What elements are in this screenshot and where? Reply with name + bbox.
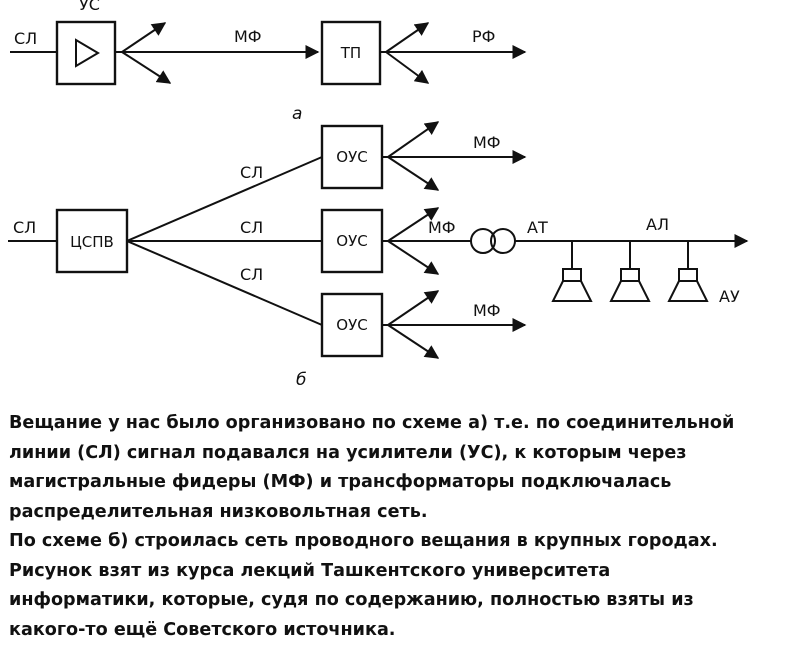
output-branch-up-a (385, 22, 430, 53)
link-line-top (126, 156, 323, 242)
ous-box-mid (320, 208, 384, 274)
branch-arrow-up-a (121, 22, 167, 53)
transformer-label: АТ (527, 218, 548, 237)
description-line: По схеме б) строилась сеть проводного ве… (9, 531, 718, 551)
loudspeaker-icon-1 (551, 241, 593, 302)
description-line: информатики, которые, судя по содержанию… (9, 590, 694, 610)
description-line: Рисунок взят из курса лекций Ташкентског… (9, 560, 611, 581)
wired-broadcasting-diagram: СЛ УС МФ ТП РФ а СЛ ЦСПВ СЛ СЛ СЛ ОУС ОУ… (8, 0, 749, 390)
feeder-label-mid: МФ (428, 218, 456, 237)
ous-label-top: ОУС (336, 148, 367, 166)
feeder-branch-up-mid (387, 207, 440, 242)
hub-label: ЦСПВ (70, 233, 114, 251)
ous-label-mid: ОУС (336, 232, 367, 250)
feeder-branch-down-bottom (387, 324, 440, 359)
speakers-label: АУ (719, 287, 740, 306)
description-line: распределительная низковольтная сеть. (9, 501, 428, 522)
transformer-icon (470, 228, 516, 254)
amp-label: УС (79, 0, 100, 14)
branch-label-mid: СЛ (240, 218, 263, 237)
amplifier-triangle-icon (75, 38, 100, 68)
ous-box-bottom (320, 292, 384, 358)
description-line: магистральные фидеры (МФ) и трансформато… (9, 472, 672, 492)
feeder-label-a: МФ (234, 27, 262, 46)
description-line: какого-то ещё Советского источника. (9, 619, 396, 640)
branch-label-top: СЛ (240, 163, 263, 182)
tp-label: ТП (340, 44, 361, 62)
feeder-branch-up-bottom (387, 290, 440, 326)
input-label-b: СЛ (13, 218, 36, 237)
description-line: Вещание у нас было организовано по схеме… (9, 413, 735, 433)
feeder-branch-up-top (387, 121, 440, 158)
amp-box (55, 20, 117, 86)
input-label-a: СЛ (14, 29, 37, 48)
branch-arrow-down-a (121, 51, 172, 84)
line-label: АЛ (646, 215, 669, 234)
feeder-label-top: МФ (473, 133, 501, 152)
scheme-a: СЛ УС МФ ТП РФ а (10, 0, 527, 124)
ous-label-bottom: ОУС (336, 316, 367, 334)
description-line: линии (СЛ) сигнал подавался на усилители… (9, 442, 687, 463)
feeder-branch-down-top (387, 156, 440, 191)
tp-box (320, 20, 382, 86)
output-branch-down-a (385, 51, 430, 84)
loudspeaker-icon-3 (667, 241, 709, 302)
caption-b: б (296, 370, 306, 390)
output-label-a: РФ (472, 27, 495, 46)
branch-label-bottom: СЛ (240, 265, 263, 284)
description-text: Вещание у нас было организовано по схеме… (9, 409, 805, 645)
loudspeaker-icon-2 (609, 241, 651, 302)
scheme-b: СЛ ЦСПВ СЛ СЛ СЛ ОУС ОУС ОУС МФ МФ МФ АТ (8, 121, 749, 390)
link-line-bottom (126, 240, 323, 326)
caption-a: а (292, 104, 302, 124)
feeder-label-bottom: МФ (473, 301, 501, 320)
feeder-branch-down-mid (387, 240, 440, 275)
